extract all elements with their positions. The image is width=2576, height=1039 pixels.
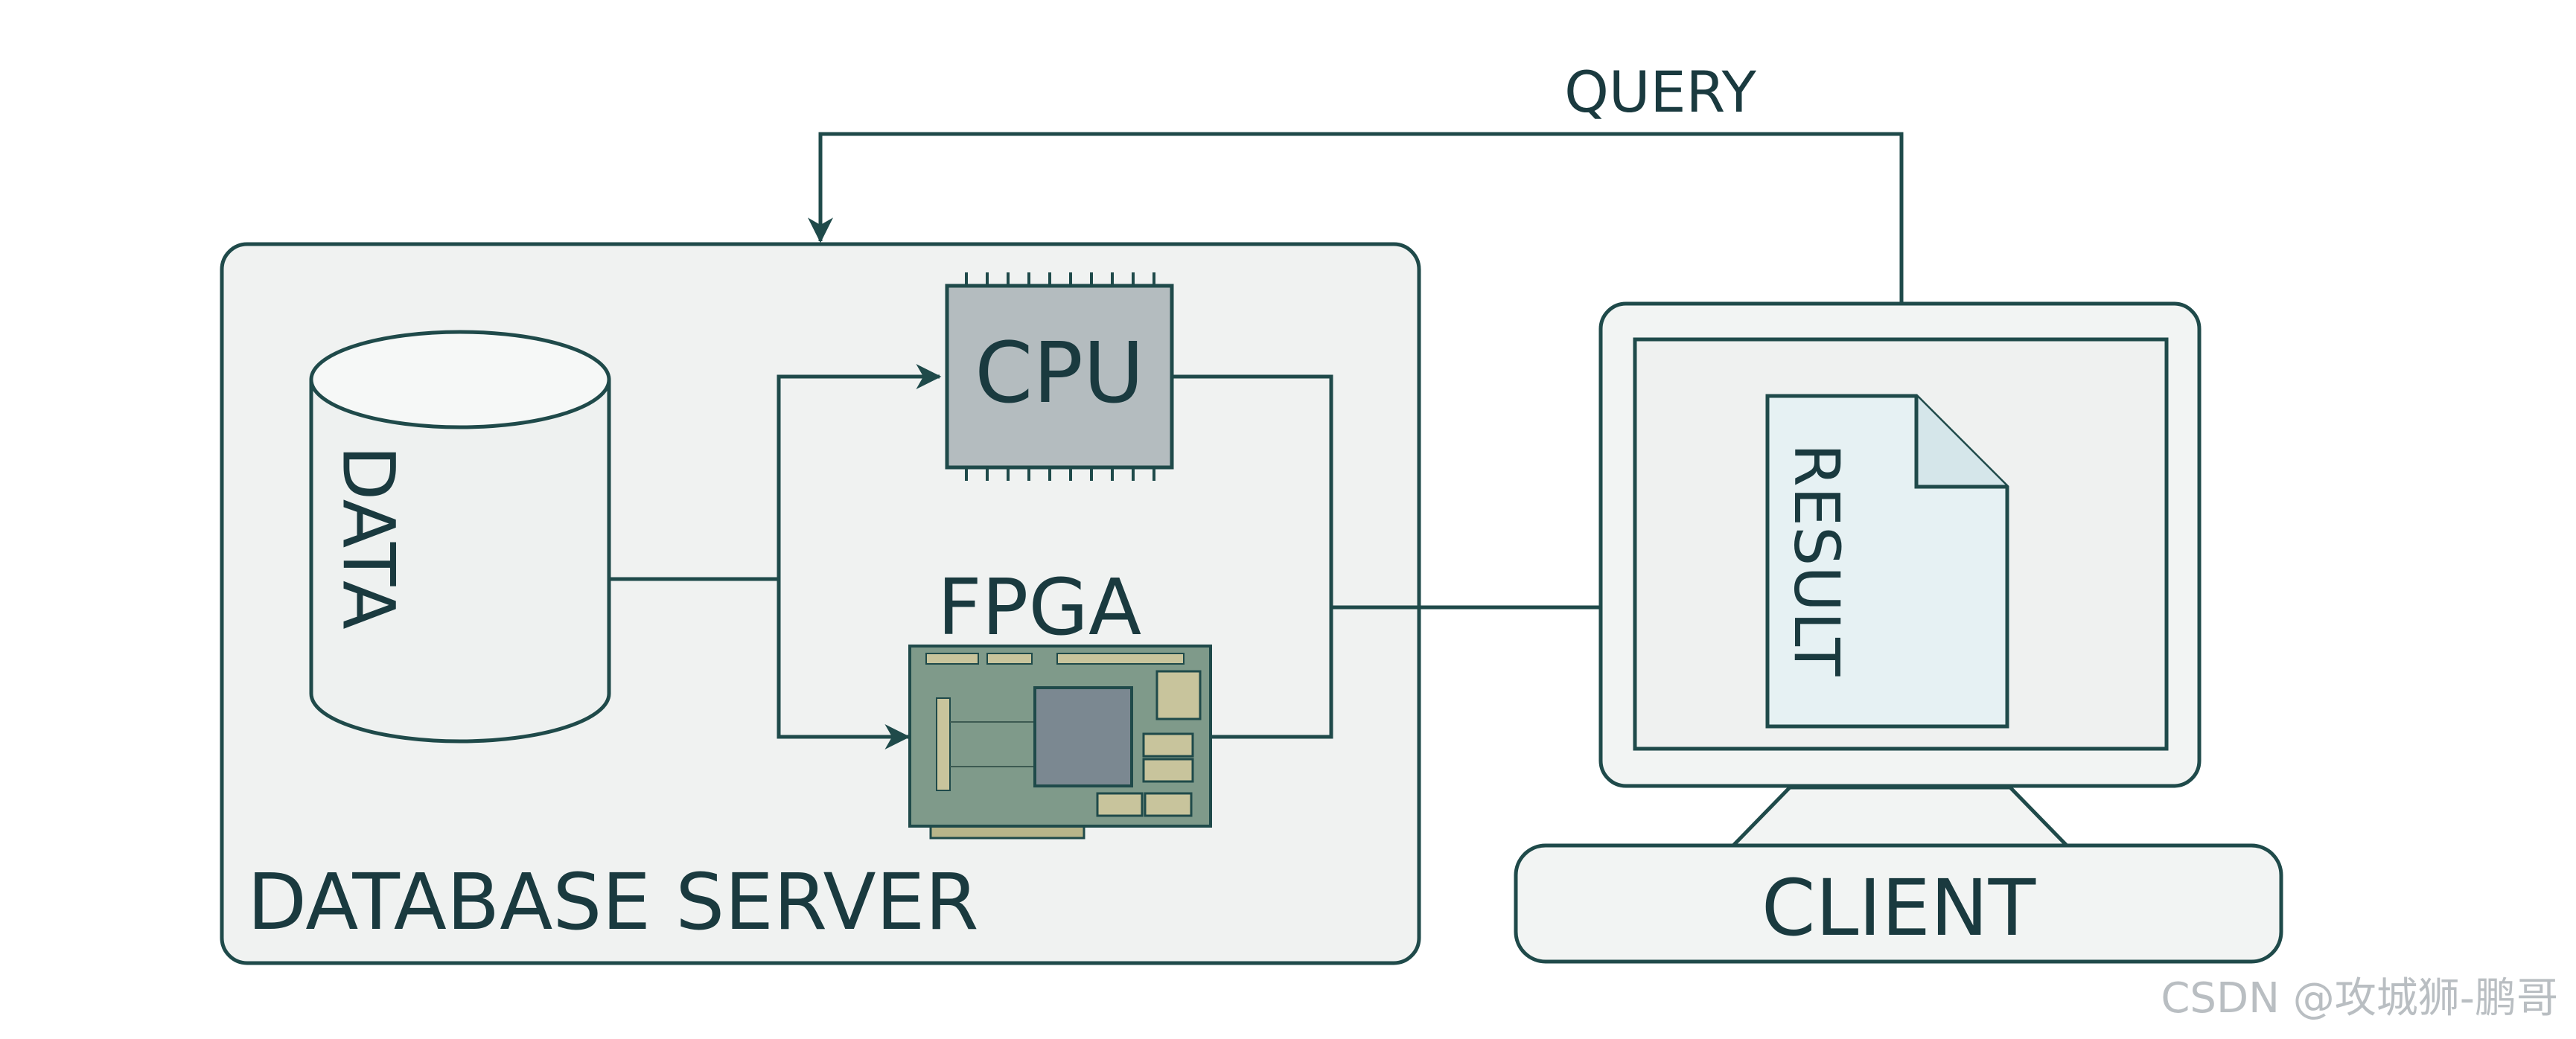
fpga-label: FPGA: [937, 562, 1141, 653]
server-label: DATABASE SERVER: [247, 857, 979, 947]
client-label: CLIENT: [1762, 863, 2036, 953]
query-arrow: [808, 132, 1904, 304]
fpga-board: [908, 645, 1212, 840]
cpu-chip: [945, 272, 1174, 481]
data-connector: [609, 364, 942, 749]
result-label: RESULT: [1780, 444, 1853, 677]
data-label: DATA: [327, 445, 410, 629]
client-base: [1514, 843, 2283, 964]
query-label: QUERY: [1564, 59, 1756, 125]
cpu-label: CPU: [975, 325, 1144, 422]
watermark: CSDN @攻城狮-鹏哥: [2161, 974, 2558, 1023]
data-cylinder: [309, 330, 611, 744]
result-document: [1765, 394, 2009, 729]
